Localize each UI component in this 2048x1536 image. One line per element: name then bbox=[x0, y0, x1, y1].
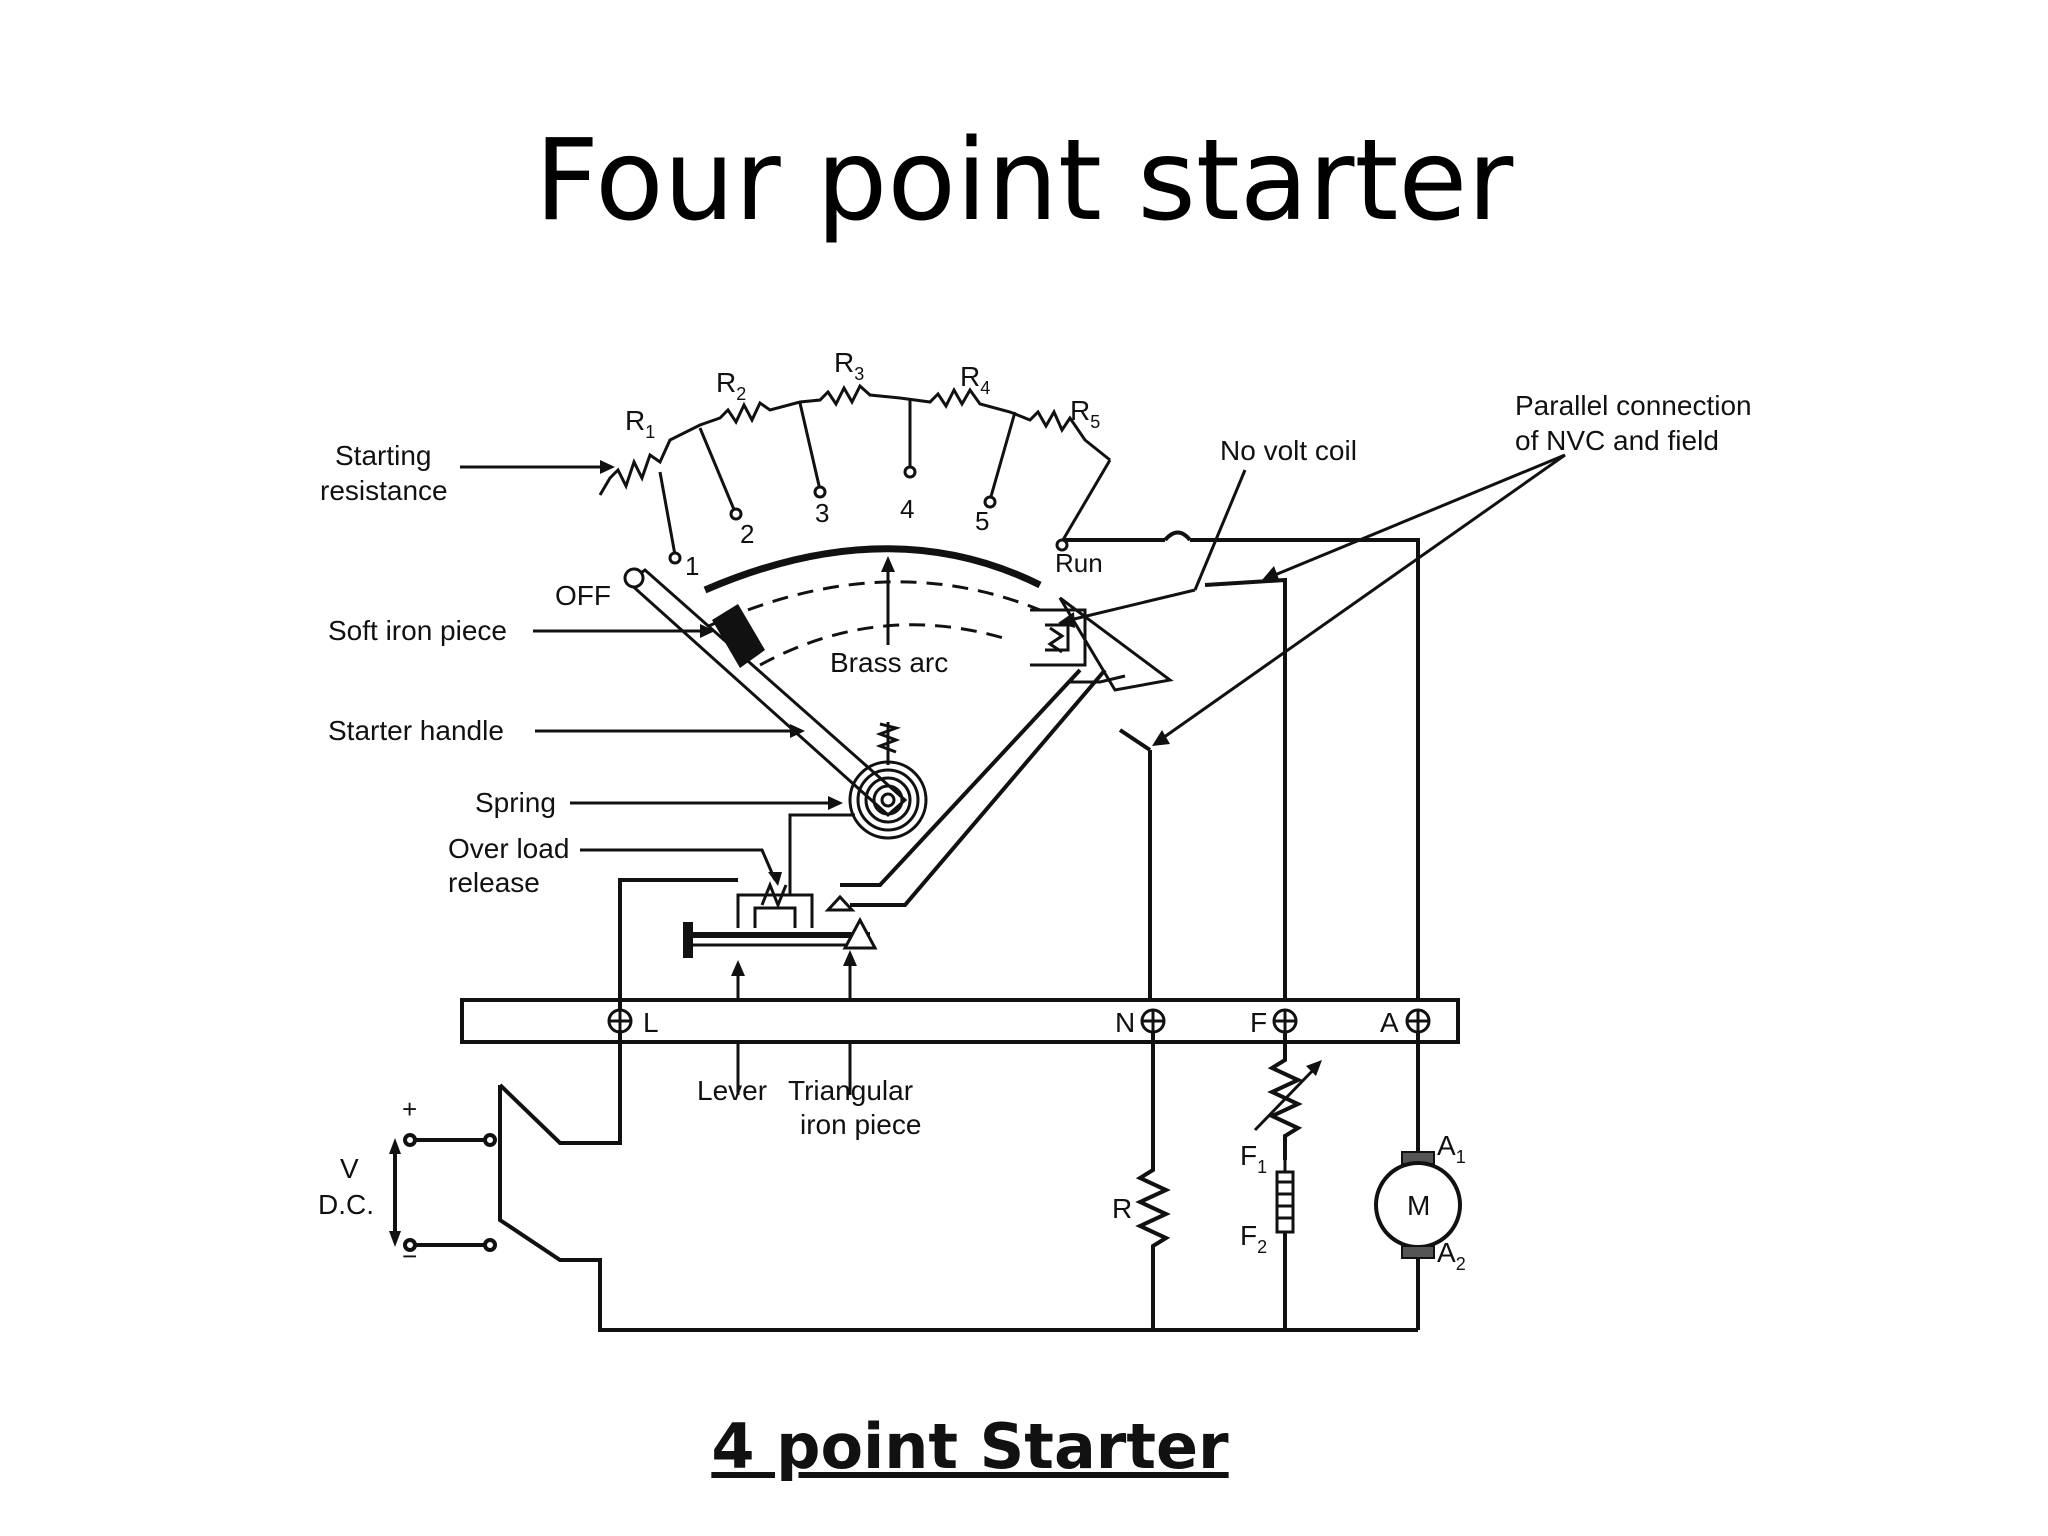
supply-switch bbox=[393, 1030, 1418, 1332]
over-load-release bbox=[736, 813, 855, 928]
motor bbox=[1374, 1032, 1462, 1330]
field-rheostat bbox=[1253, 1032, 1320, 1160]
resistor-label-r4: R4 bbox=[960, 361, 990, 398]
dc-label: D.C. bbox=[318, 1189, 374, 1220]
terminal-f-label: F bbox=[1250, 1007, 1267, 1038]
a2-label: A2 bbox=[1437, 1237, 1466, 1274]
slide-title: Four point starter bbox=[534, 116, 1514, 246]
starter-handle bbox=[623, 567, 908, 818]
brass-arc-dashed-outer bbox=[699, 580, 1041, 632]
plus-label: + bbox=[402, 1094, 417, 1124]
nvc-link bbox=[850, 668, 1107, 907]
f1-label: F1 bbox=[1240, 1140, 1267, 1177]
parallel-connection-label: Parallel connection bbox=[1515, 390, 1752, 421]
triangular-label-2: iron piece bbox=[800, 1109, 921, 1140]
field-winding bbox=[1275, 1160, 1295, 1330]
starter-handle-label: Starter handle bbox=[328, 715, 504, 746]
resistor-label-r3: R3 bbox=[834, 347, 864, 384]
brass-arc-label: Brass arc bbox=[830, 647, 948, 678]
stud-number-3: 3 bbox=[815, 498, 829, 528]
starting-resistance-label-2: resistance bbox=[320, 475, 448, 506]
lever-label: Lever bbox=[697, 1075, 767, 1106]
motor-label: M bbox=[1407, 1190, 1430, 1221]
f2-label: F2 bbox=[1240, 1220, 1267, 1257]
no-volt-coil bbox=[1030, 596, 1174, 692]
lever bbox=[683, 916, 878, 958]
triangular-label: Triangular bbox=[788, 1075, 913, 1106]
stud-number-4: 4 bbox=[900, 494, 914, 524]
resistor-label-r1: R1 bbox=[625, 405, 655, 442]
over-load-label-2: release bbox=[448, 867, 540, 898]
run-wiring bbox=[1065, 530, 1420, 1010]
spring-label: Spring bbox=[475, 787, 556, 818]
stud-taps bbox=[658, 398, 1112, 556]
parallel-connection-label-2: of NVC and field bbox=[1515, 425, 1719, 456]
v-label: V bbox=[340, 1153, 359, 1184]
terminal-l-label: L bbox=[643, 1007, 659, 1038]
off-label: OFF bbox=[555, 580, 611, 611]
run-label: Run bbox=[1055, 548, 1103, 578]
terminal-a-label: A bbox=[1380, 1007, 1399, 1038]
starting-resistance-label: Starting bbox=[335, 440, 432, 471]
starting-resistance bbox=[598, 383, 1111, 496]
brass-arc-dashed-inner bbox=[759, 623, 1011, 667]
resistor-label-r2: R2 bbox=[716, 367, 746, 404]
stud-number-5: 5 bbox=[975, 506, 989, 536]
minus-label: − bbox=[402, 1241, 417, 1271]
diagram-caption: 4 point Starter bbox=[711, 1410, 1229, 1483]
soft-iron-label: Soft iron piece bbox=[328, 615, 507, 646]
terminal-n-label: N bbox=[1115, 1007, 1135, 1038]
over-load-label: Over load bbox=[448, 833, 569, 864]
a1-label: A1 bbox=[1437, 1130, 1466, 1167]
r-label: R bbox=[1112, 1193, 1132, 1224]
resistor-r bbox=[1135, 1032, 1171, 1330]
brass-arc bbox=[703, 545, 1042, 594]
spring bbox=[848, 722, 928, 840]
stud-number-1: 1 bbox=[685, 551, 699, 581]
resistor-label-r5: R5 bbox=[1070, 395, 1100, 432]
no-volt-coil-label: No volt coil bbox=[1220, 435, 1357, 466]
stud-number-2: 2 bbox=[740, 519, 754, 549]
stud-contacts bbox=[668, 465, 1069, 565]
